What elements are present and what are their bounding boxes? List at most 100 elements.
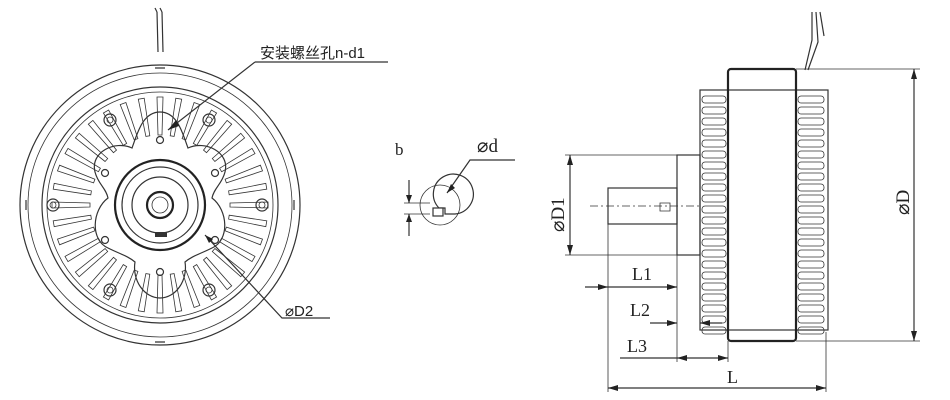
side-fin (797, 95, 825, 104)
outer-diameter-label: ⌀D (893, 190, 914, 215)
radial-fin (137, 273, 151, 313)
radial-fin (102, 264, 128, 301)
side-fin (797, 117, 825, 126)
mounting-plate-outline (93, 111, 227, 299)
radial-fin (202, 119, 233, 154)
d2-label: ⌀D2 (285, 303, 313, 320)
side-fin (701, 194, 727, 203)
side-fin (701, 271, 727, 280)
radial-fin (119, 101, 139, 141)
radial-fin (211, 132, 246, 163)
side-fin (797, 172, 825, 181)
shaft-section-outline (432, 173, 474, 215)
side-fin (797, 238, 825, 247)
side-fin (701, 249, 727, 258)
side-fin (701, 227, 727, 236)
hub-outer-circle (113, 158, 207, 252)
radial-fin (56, 164, 96, 184)
side-fin (701, 128, 727, 137)
flange-inner-circle (27, 72, 293, 338)
radial-fin (74, 247, 109, 278)
radial-fin (228, 214, 268, 228)
side-fin (797, 106, 825, 115)
side-fin (797, 326, 825, 335)
radial-fin (74, 132, 109, 163)
side-fin (797, 150, 825, 159)
radial-fin (228, 182, 268, 196)
side-fin (701, 161, 727, 170)
radial-fin (102, 109, 128, 146)
radial-fin (51, 201, 91, 209)
side-fin (701, 282, 727, 291)
radial-fin (192, 109, 218, 146)
side-fin (701, 106, 727, 115)
radial-fin (137, 97, 151, 137)
radial-fin (119, 269, 139, 309)
shaft-diameter-label: ⌀d (477, 136, 498, 157)
radial-fin (169, 273, 183, 313)
plate-holes (100, 135, 220, 277)
side-view: ⌀D ⌀D1 L1 L2 L3 L (548, 11, 920, 392)
radial-fins (51, 96, 269, 314)
radial-fin (156, 96, 164, 136)
side-fin (701, 216, 727, 225)
radial-fin (224, 226, 264, 246)
side-fin (797, 205, 825, 214)
radial-fin (219, 237, 256, 263)
flange-edge-marks (25, 67, 295, 343)
radial-fin (192, 264, 218, 301)
body-inner-circle (46, 91, 274, 319)
side-fin (797, 227, 825, 236)
side-fin (701, 95, 727, 104)
lead-wires (154, 7, 164, 53)
hub-ring (121, 166, 199, 244)
bore-inner-circle (151, 196, 169, 214)
coil-housing (726, 67, 798, 343)
radial-fin (229, 201, 269, 209)
front-view: 安装螺丝孔n-d1 ⌀D2 (19, 7, 388, 346)
radial-fin (52, 214, 92, 228)
side-fin (701, 304, 727, 313)
mount-hole-callout: 安装螺丝孔n-d1 (260, 45, 365, 62)
side-lead-wires (804, 11, 825, 71)
l1-label: L1 (632, 264, 652, 284)
radial-fin (87, 119, 118, 154)
radial-fin (181, 101, 201, 141)
keyway-label: b (395, 140, 404, 159)
radial-fin (202, 256, 233, 291)
side-fin (701, 293, 727, 302)
side-fin (701, 326, 727, 335)
side-fin (701, 205, 727, 214)
side-fin (701, 183, 727, 192)
mounting-screw-holes (46, 113, 269, 297)
radial-fin (64, 237, 101, 263)
outer-flange-circle (19, 64, 301, 346)
side-fin (797, 293, 825, 302)
side-fin (701, 260, 727, 269)
radial-fin (87, 256, 118, 291)
radial-fin (181, 269, 201, 309)
side-fin (701, 117, 727, 126)
radial-fin (52, 182, 92, 196)
shaft-section: b ⌀d (395, 136, 515, 236)
side-fin (797, 315, 825, 324)
mount-hole-leader (167, 61, 256, 131)
side-fin (797, 216, 825, 225)
bore-circle (145, 190, 175, 220)
radial-fin (211, 247, 246, 278)
l3-label: L3 (627, 336, 647, 356)
radial-fin (56, 226, 96, 246)
side-fin (797, 271, 825, 280)
side-fin (797, 249, 825, 258)
side-fin (701, 139, 727, 148)
d2-leader (204, 234, 330, 319)
side-fin (797, 139, 825, 148)
side-fin (797, 183, 825, 192)
side-fin (797, 282, 825, 291)
side-fin (797, 304, 825, 313)
radial-fin (156, 274, 164, 314)
side-fins (701, 95, 825, 335)
side-fin (797, 260, 825, 269)
keyway (432, 207, 444, 217)
